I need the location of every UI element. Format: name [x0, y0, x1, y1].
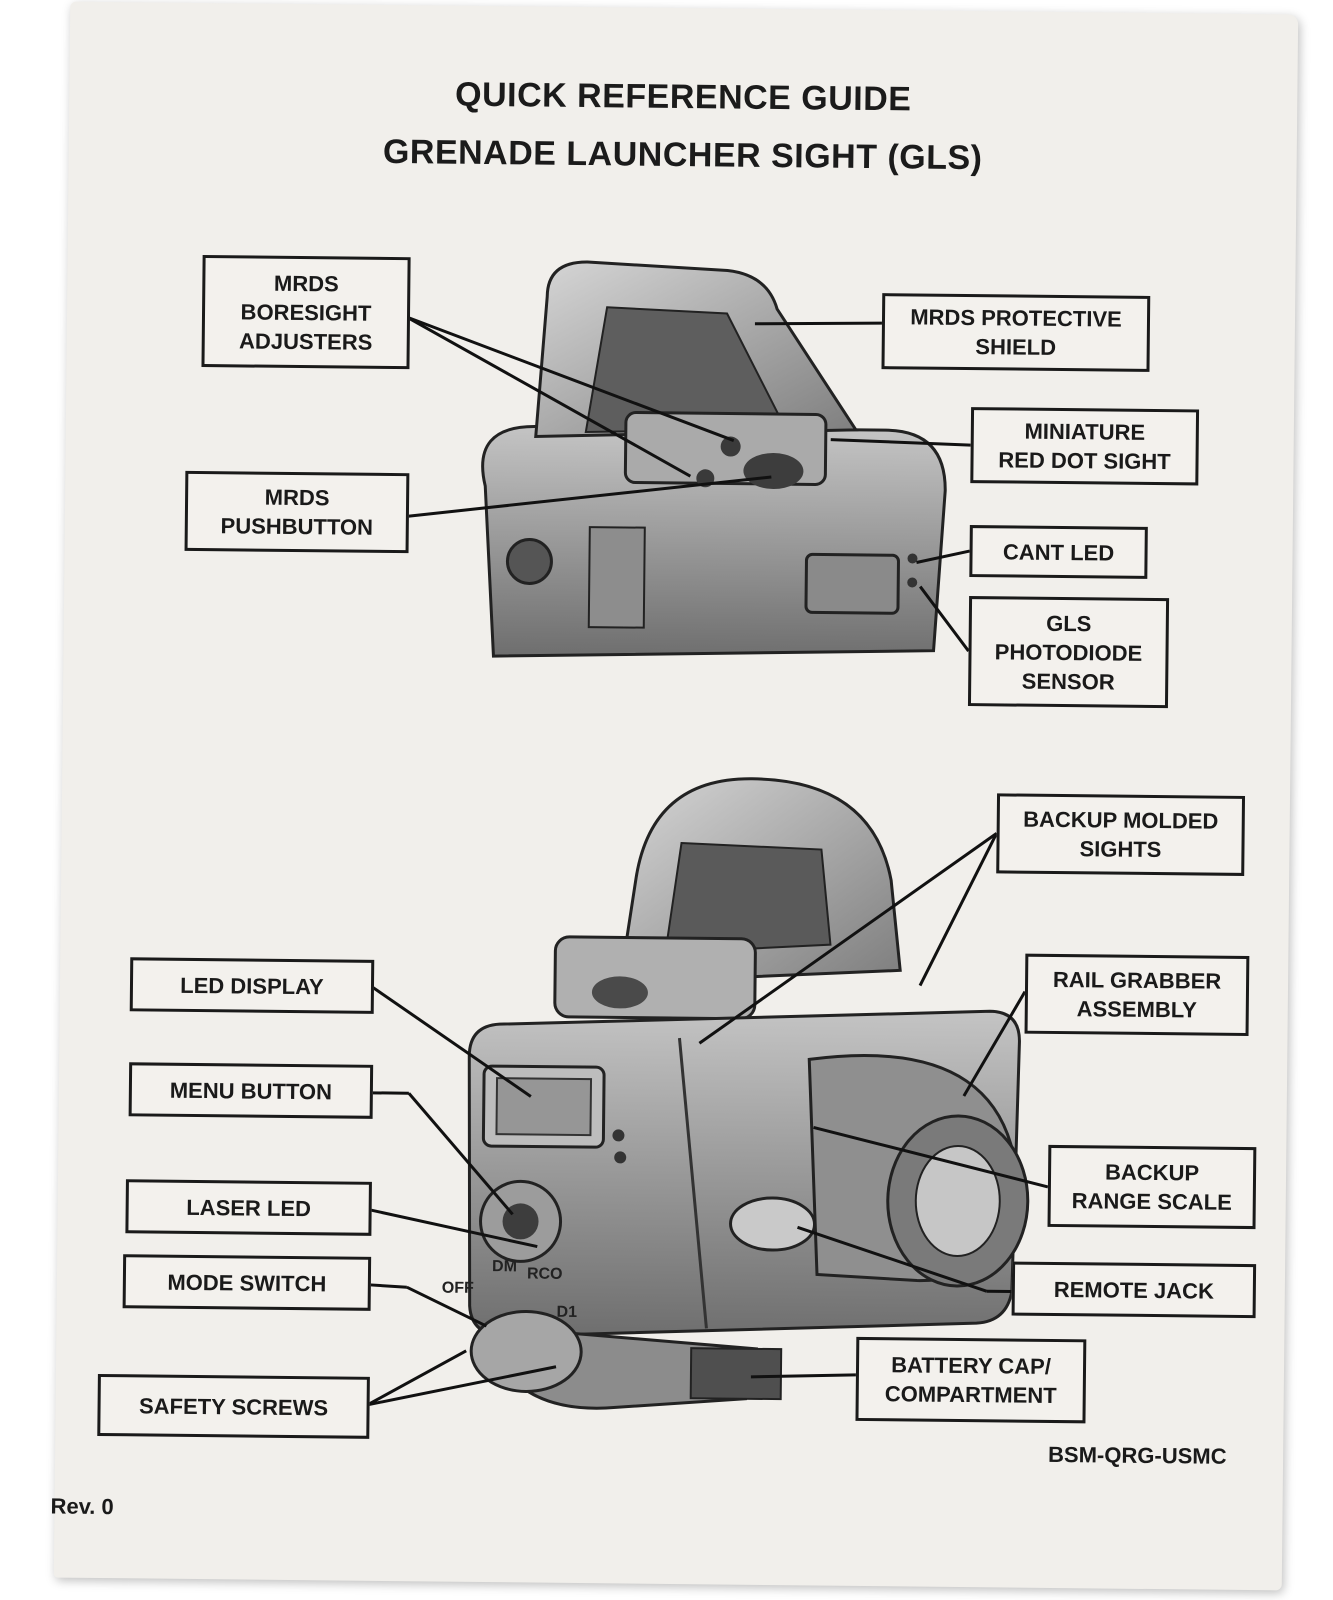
- label-backup-molded-sights: BACKUP MOLDED SIGHTS: [996, 793, 1246, 876]
- bottom-leader-lines: [366, 832, 1049, 1407]
- top-device-illustration: [481, 260, 947, 658]
- label-remote-jack: REMOTE JACK: [1011, 1261, 1257, 1319]
- label-battery-cap-compartment: BATTERY CAP/ COMPARTMENT: [855, 1336, 1087, 1424]
- bottom-device-illustration: [467, 777, 1030, 1410]
- label-laser-led: LASER LED: [125, 1179, 372, 1236]
- label-mode-switch: MODE SWITCH: [122, 1254, 372, 1311]
- label-miniature-red-dot-sight: MINIATURE RED DOT SIGHT: [970, 407, 1200, 486]
- switch-d1-marking: D1: [556, 1304, 577, 1321]
- label-gls-photodiode-sensor: GLS PHOTODIODE SENSOR: [967, 596, 1170, 709]
- label-cant-led: CANT LED: [969, 525, 1148, 579]
- document-code: BSM-QRG-USMC: [1047, 1441, 1227, 1469]
- switch-off-marking: OFF: [442, 1280, 474, 1297]
- label-mrds-boresight-adjusters: MRDS BORESIGHT ADJUSTERS: [201, 255, 411, 370]
- guide-page: QUICK REFERENCE GUIDE GRENADE LAUNCHER S…: [50, 1, 1299, 1591]
- label-safety-screws: SAFETY SCREWS: [97, 1373, 370, 1439]
- device-illustrations: OFF DM RCO D1: [366, 260, 1049, 1410]
- label-mrds-pushbutton: MRDS PUSHBUTTON: [184, 470, 410, 554]
- label-menu-button: MENU BUTTON: [128, 1062, 374, 1119]
- switch-rco-marking: RCO: [527, 1265, 563, 1282]
- switch-dm-marking: DM: [492, 1258, 517, 1275]
- label-rail-grabber-assembly: RAIL GRABBER ASSEMBLY: [1024, 953, 1250, 1037]
- label-mrds-protective-shield: MRDS PROTECTIVE SHIELD: [881, 293, 1151, 372]
- top-leader-lines: [399, 315, 971, 652]
- label-backup-range-scale: BACKUP RANGE SCALE: [1047, 1144, 1257, 1230]
- revision-label: Rev. 0: [50, 1493, 114, 1520]
- label-led-display: LED DISPLAY: [129, 957, 375, 1014]
